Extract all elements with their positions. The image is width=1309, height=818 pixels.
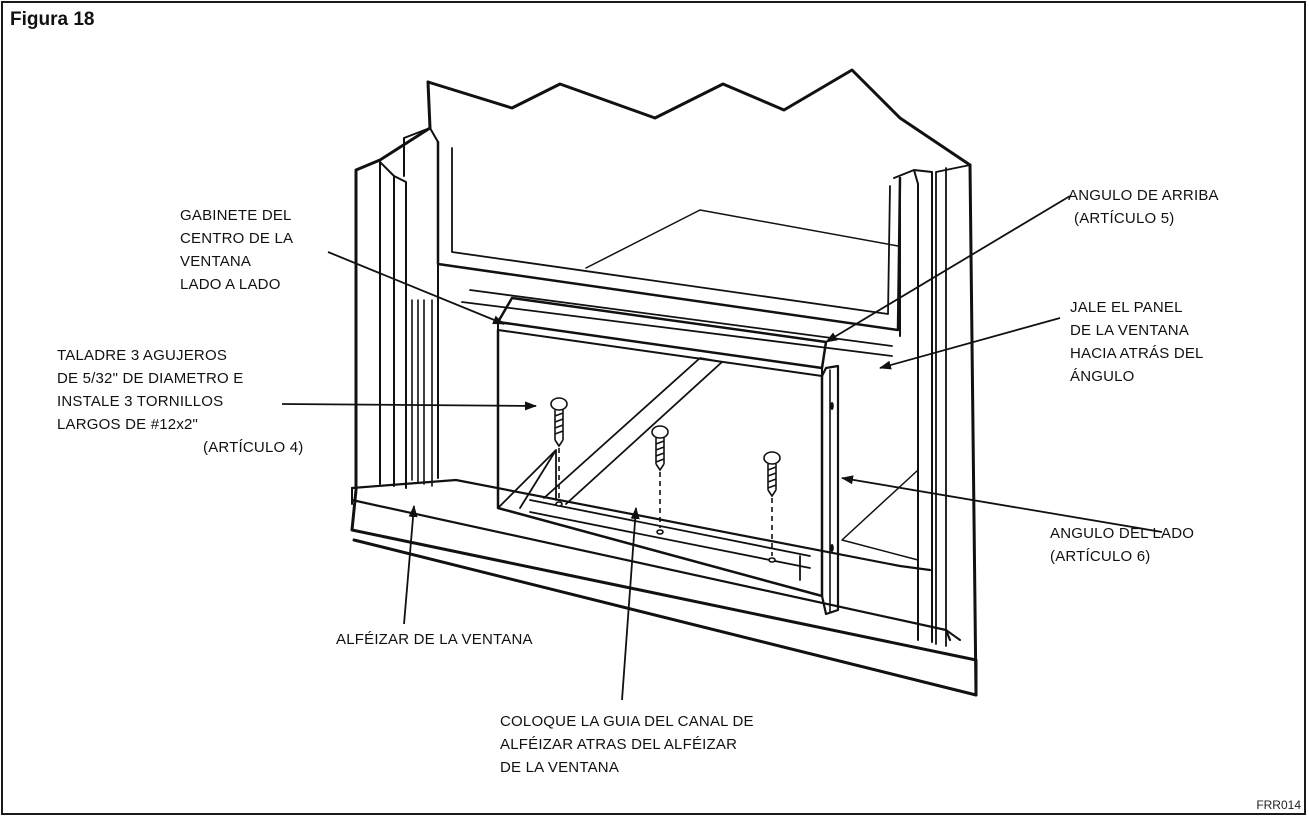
label-cabinet-center: GABINETE DEL CENTRO DE LA VENTANA LADO A… [180, 204, 293, 296]
label-top-angle: ANGULO DE ARRIBA (ARTÍCULO 5) [1068, 184, 1219, 230]
top-angle-edge [497, 321, 823, 377]
side-angle [820, 364, 840, 616]
cabinet-box [496, 328, 824, 598]
label-line: TALADRE 3 AGUJEROS [57, 347, 228, 364]
label-line: JALE EL PANEL [1070, 299, 1183, 316]
cabinet-channel [529, 499, 811, 581]
leader-drill-holes [281, 401, 537, 411]
window-frame-upper [436, 140, 902, 332]
label-drill-holes: TALADRE 3 AGUJEROS DE 5/32" DE DIAMETRO … [57, 344, 303, 459]
cabinet-inner-floor [497, 449, 557, 509]
leader-pull-panel [879, 317, 1061, 370]
label-line: CENTRO DE LA [180, 230, 294, 247]
label-line: DE LA VENTANA [1070, 322, 1190, 339]
label-line: (ARTÍCULO 6) [1050, 548, 1151, 565]
figure-title: Figura 18 [10, 9, 95, 30]
label-side-angle: ANGULO DEL LADO (ARTÍCULO 6) [1050, 522, 1194, 568]
label-line: DE 5/32" DE DIAMETRO E [57, 370, 244, 387]
screw-1 [550, 397, 568, 507]
right-jamb [893, 169, 933, 643]
screw-2 [651, 425, 669, 535]
label-line: (ARTÍCULO 5) [1074, 210, 1175, 227]
leader-cabinet-center [327, 251, 505, 325]
right-wall-edge [968, 163, 978, 697]
label-line: ANGULO DE ARRIBA [1068, 187, 1219, 204]
room-floor-plane [841, 469, 919, 561]
screw-3 [763, 451, 781, 563]
window-frame-inner [451, 147, 891, 315]
leader-sill-channel [621, 507, 640, 701]
cabinet-brace [543, 357, 723, 505]
side-angle-hole-bottom [830, 544, 834, 552]
outer-trim [350, 126, 978, 697]
label-line: ANGULO DEL LADO [1050, 525, 1195, 542]
label-line: VENTANA [180, 253, 252, 270]
label-line: LADO A LADO [180, 276, 281, 293]
wall-break-line [426, 68, 972, 167]
label-line: DE LA VENTANA [500, 759, 620, 776]
label-line: COLOQUE LA GUIA DEL CANAL DE [500, 713, 754, 730]
label-line: ALFÉIZAR DE LA VENTANA [336, 631, 533, 648]
sill-lip [351, 487, 961, 641]
left-jamb-grooves [411, 299, 433, 487]
label-line: GABINETE DEL [180, 207, 292, 224]
label-line: ÁNGULO [1070, 368, 1135, 385]
side-angle-hole-top [830, 402, 834, 410]
label-pull-panel: JALE EL PANEL DE LA VENTANA HACIA ATRÁS … [1070, 296, 1204, 388]
left-jamb [379, 161, 407, 489]
window-frame-rail [461, 289, 893, 357]
label-line: LARGOS DE #12x2" [57, 416, 199, 433]
sill-front [350, 498, 952, 642]
top-angle [496, 296, 828, 370]
left-jamb-cap [403, 127, 439, 479]
label-window-sill: ALFÉIZAR DE LA VENTANA [336, 628, 533, 651]
label-sill-channel: COLOQUE LA GUIA DEL CANAL DE ALFÉIZAR AT… [500, 710, 754, 779]
room-back-plane [585, 209, 899, 269]
figure-code: FRR014 [1256, 798, 1301, 812]
label-line: HACIA ATRÁS DEL [1070, 345, 1204, 362]
label-line: (ARTÍCULO 4) [203, 439, 304, 456]
sill-top [350, 478, 932, 572]
label-line: ALFÉIZAR ATRAS DEL ALFÉIZAR [500, 736, 738, 753]
right-jamb-outer [935, 164, 971, 647]
wall-left-edge [426, 80, 432, 130]
label-line: INSTALE 3 TORNILLOS [57, 393, 224, 410]
leader-side-angle [841, 475, 1163, 533]
leader-top-angle [825, 195, 1071, 343]
leader-window-sill [403, 505, 418, 625]
